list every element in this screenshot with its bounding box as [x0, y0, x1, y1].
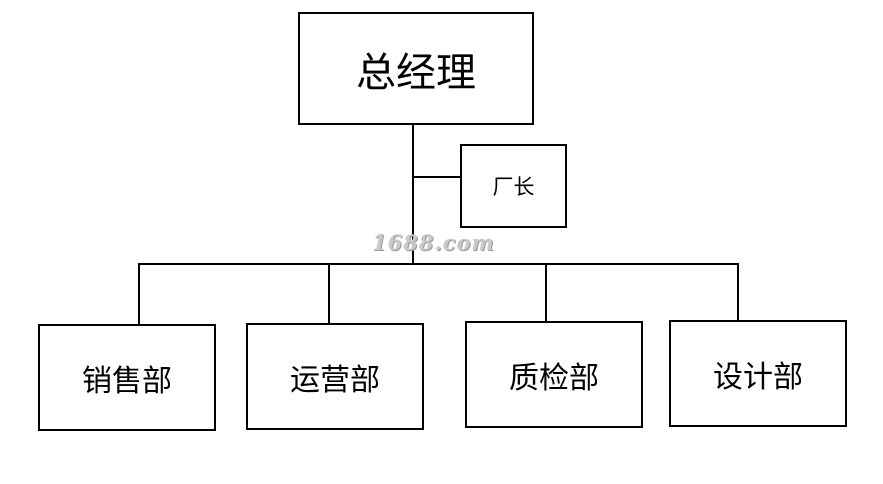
- quality-inspection-department-box: 质检部: [465, 321, 643, 428]
- design-department-box: 设计部: [669, 320, 847, 427]
- operations-drop-connector: [328, 264, 330, 324]
- factory-director-label: 厂长: [492, 175, 535, 199]
- design-department-label: 设计部: [713, 359, 803, 395]
- assistant-connector: [413, 176, 461, 178]
- sales-department-box: 销售部: [38, 324, 216, 431]
- design-drop-connector: [737, 264, 739, 321]
- general-manager-label: 总经理: [356, 49, 476, 96]
- watermark: 1688.com: [372, 230, 495, 255]
- operations-department-box: 运营部: [246, 323, 424, 430]
- factory-director-box: 厂长: [460, 144, 567, 228]
- sales-drop-connector: [138, 264, 140, 325]
- sales-department-label: 销售部: [82, 363, 172, 399]
- general-manager-box: 总经理: [298, 12, 534, 125]
- quality-inspection-department-label: 质检部: [509, 360, 599, 396]
- quality-drop-connector: [545, 264, 547, 322]
- trunk-connector: [412, 124, 414, 265]
- operations-department-label: 运营部: [290, 362, 380, 398]
- department-bus-connector: [138, 263, 739, 265]
